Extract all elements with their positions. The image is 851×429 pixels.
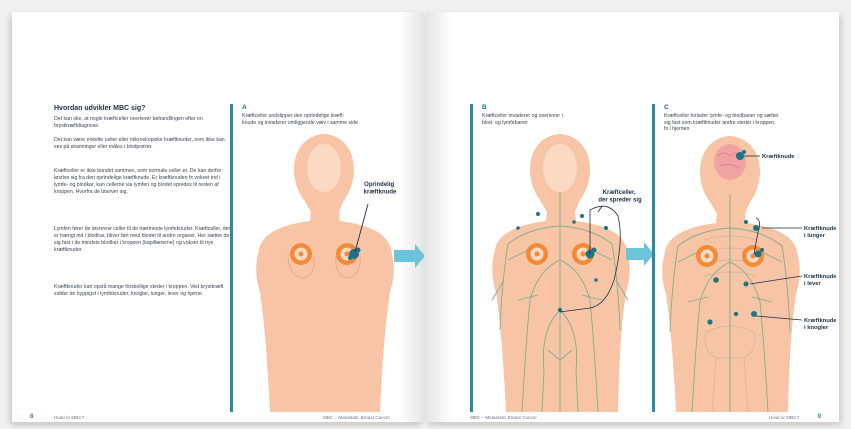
brain-icon: [714, 144, 746, 180]
right-page: B Kræftceller invaderer og overlever i b…: [426, 12, 839, 422]
paragraph-4: Lymfen fører de løsrevne celler til de n…: [54, 226, 232, 254]
footer-right-subtitle: MBC – Metastatic Breast Cancer: [470, 415, 537, 420]
paragraph-2: Det kan være enkelte celler eller mikros…: [54, 137, 232, 151]
paragraph-5: Kræftknuder kan opstå mange forskellige …: [54, 284, 232, 298]
panel-a-caption: Kræftceller undslipper den oprindelige k…: [242, 113, 422, 126]
left-page: Hvordan udvikler MBC sig? Det kan ske, a…: [12, 12, 424, 422]
paragraph-3: Kræftceller er ikke bundet sammen, som n…: [54, 168, 232, 196]
gutter-shadow: [426, 12, 452, 422]
panel-c-caption: Kræftceller forlader lymfe- og blodbaner…: [664, 113, 829, 133]
book-spread: Hvordan udvikler MBC sig? Det kan ske, a…: [12, 12, 839, 422]
section-heading: Hvordan udvikler MBC sig?: [54, 105, 145, 112]
page-number-right: 9: [818, 414, 821, 420]
panel-a-letter: A: [242, 104, 247, 111]
breast-tissue-left: [526, 243, 548, 265]
footer-left-title: Hvad er MBC?: [54, 415, 84, 420]
breast-tissue-left: [290, 243, 312, 265]
arrow-right-icon: [394, 244, 424, 268]
face: [543, 144, 577, 192]
panel-c-bar: [652, 104, 655, 412]
arrow-right-icon: [626, 242, 654, 266]
paragraph-1: Det kan ske, at nogle kræftceller overle…: [54, 116, 232, 130]
body-figure-a: Oprindelig kræftknude: [234, 130, 424, 412]
footer-left-subtitle: MBC – Metastatic Breast Cancer: [323, 415, 390, 420]
breast-tissue-left: [696, 245, 718, 267]
body-figure-c: Kræftknude Kræftknude i lunger Kræftknud…: [658, 136, 839, 412]
label-spreading-cells: Kræftceller, der spreder sig: [598, 190, 642, 204]
face: [307, 144, 341, 192]
label-original-tumor: Oprindelig kræftknude: [364, 182, 397, 196]
panel-b-caption: Kræftceller invaderer og overlever i blo…: [482, 113, 622, 126]
panel-c-letter: C: [664, 104, 669, 111]
page-number-left: 8: [30, 414, 33, 420]
panel-a-bar: [230, 104, 233, 412]
body-figure-b: Kræftceller, der spreder sig: [478, 130, 658, 412]
panel-b-bar: [470, 104, 473, 412]
footer-right-title: Hvad er MBC?: [769, 415, 799, 420]
panel-b-letter: B: [482, 104, 487, 111]
